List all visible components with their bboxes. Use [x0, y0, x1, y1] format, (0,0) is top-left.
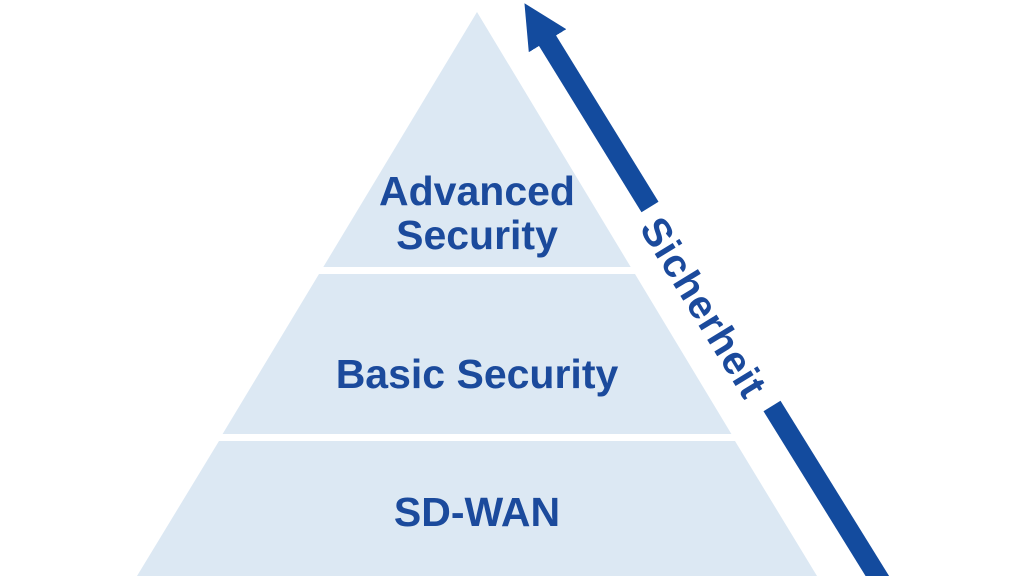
pyramid-level-basic-security [222, 274, 732, 434]
security-arrow-lower-segment [763, 400, 890, 576]
level-label-sd-wan: SD-WAN [394, 489, 560, 535]
security-arrow-upper-segment [524, 3, 659, 213]
level-label-advanced-security-line2: Security [396, 212, 558, 258]
pyramid-level-advanced-security [323, 12, 631, 267]
level-label-basic-security: Basic Security [336, 351, 619, 397]
pyramid-level-sd-wan [137, 441, 817, 576]
level-label-advanced-security-line1: Advanced [379, 168, 575, 214]
